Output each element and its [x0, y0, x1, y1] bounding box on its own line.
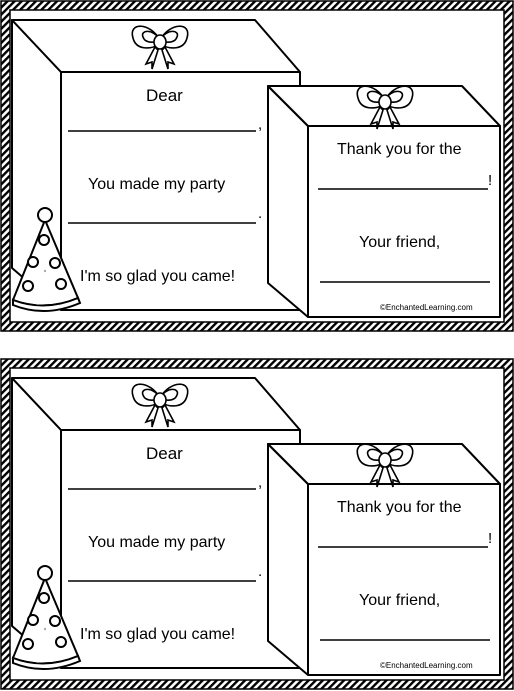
made-party-text: You made my party [88, 176, 225, 194]
your-friend-text: Your friend, [359, 592, 440, 610]
period-mark: . [258, 205, 262, 222]
thank-you-text: Thank you for the [337, 499, 462, 517]
thank-you-text: Thank you for the [337, 141, 462, 159]
card-art [0, 358, 514, 691]
thank-you-card: Dear , You made my party . I'm so glad y… [0, 358, 514, 691]
exclamation-mark: ! [488, 530, 492, 547]
exclamation-mark: ! [488, 172, 492, 189]
card-art [0, 0, 514, 333]
comma-mark: , [258, 474, 262, 491]
comma-mark: , [258, 116, 262, 133]
copyright-text: ©EnchantedLearning.com [380, 661, 473, 670]
period-mark: . [258, 563, 262, 580]
made-party-text: You made my party [88, 534, 225, 552]
glad-text: I'm so glad you came! [80, 626, 235, 644]
greeting-text: Dear [146, 86, 183, 106]
glad-text: I'm so glad you came! [80, 268, 235, 286]
greeting-text: Dear [146, 444, 183, 464]
copyright-text: ©EnchantedLearning.com [380, 303, 473, 312]
thank-you-card: Dear , You made my party . I'm so glad y… [0, 0, 514, 333]
your-friend-text: Your friend, [359, 234, 440, 252]
